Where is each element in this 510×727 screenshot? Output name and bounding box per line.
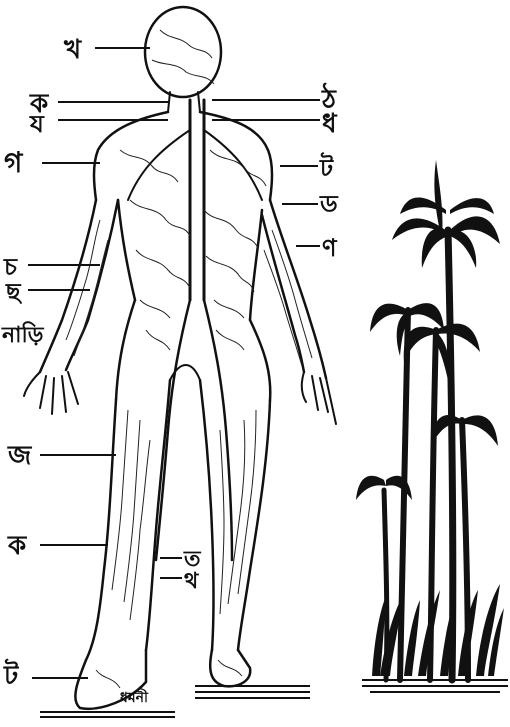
label-kha: খ	[63, 35, 82, 65]
label-chha: ছ	[5, 278, 23, 306]
label-ga: গ	[4, 146, 24, 179]
label-tha: থ	[184, 569, 199, 594]
label-dhamani: ধমনী	[120, 688, 149, 706]
label-nadi: নাড়ি	[1, 321, 45, 348]
ground-lines	[40, 686, 310, 717]
label-nna: ণ	[322, 234, 338, 262]
label-dha-right: ধ	[322, 109, 338, 139]
human-figure	[24, 7, 336, 709]
label-tta-right: ট	[319, 152, 334, 182]
label-ja: জ	[7, 441, 33, 471]
label-tta-left: ট	[3, 658, 19, 691]
plant-illustration	[356, 160, 508, 692]
label-cha: চ	[3, 253, 18, 281]
label-ka-lower: ক	[7, 531, 27, 561]
label-ya: য	[29, 110, 45, 138]
figure-labels: খ ক য গ চ ছ নাড়ি জ ক ট ঠ ধ ট ড ণ ত থ ধম…	[1, 35, 339, 706]
label-dda: ড	[319, 190, 339, 218]
